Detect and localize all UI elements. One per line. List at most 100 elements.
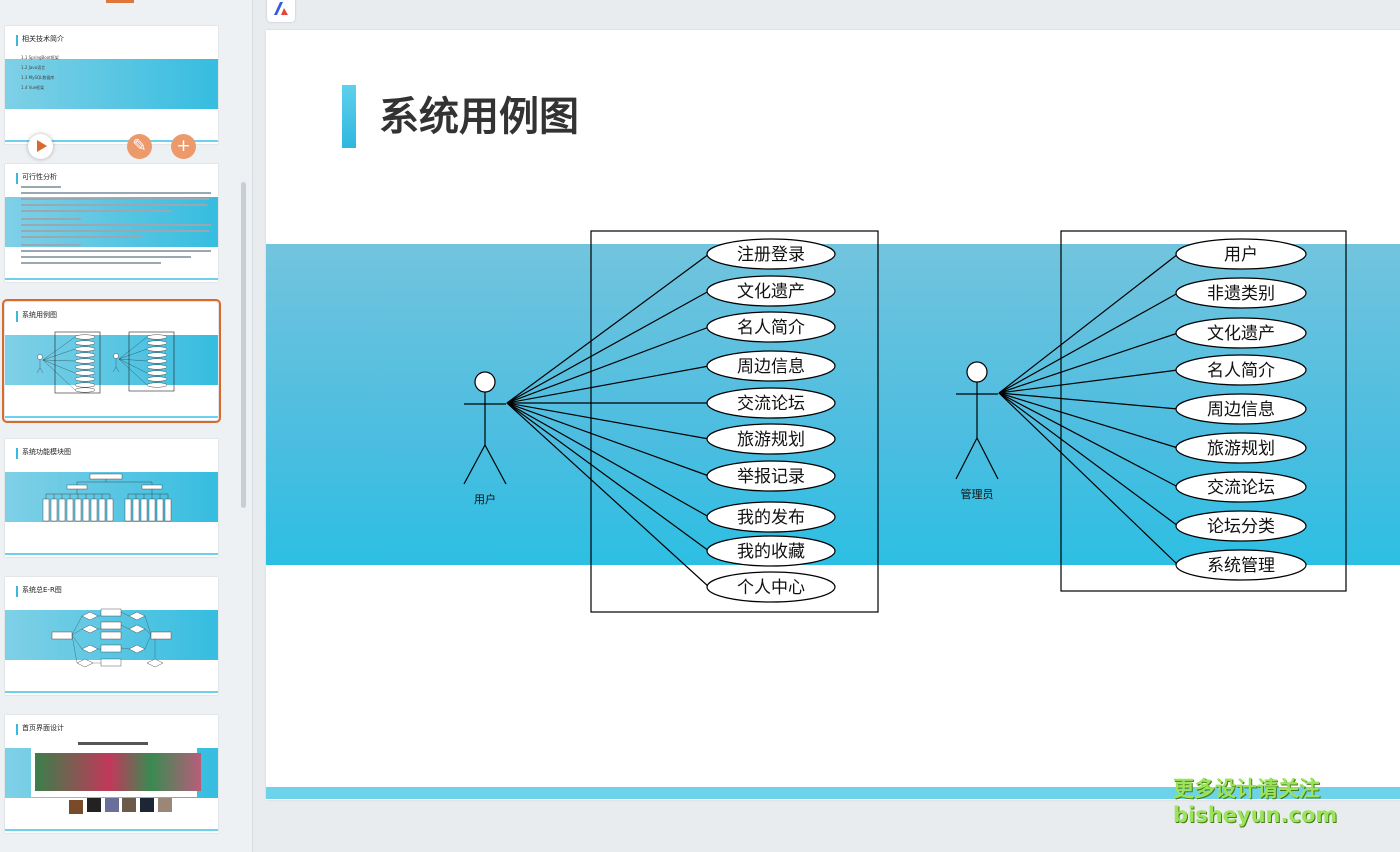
thumb-item: 1.1 SpringBoot框架 xyxy=(21,55,59,60)
thumb-item: 1.4 Vue框架 xyxy=(21,85,45,90)
user-use-case[interactable]: 举报记录 xyxy=(706,460,836,492)
admin-use-case[interactable]: 旅游规划 xyxy=(1175,432,1307,464)
user-association-line xyxy=(506,402,710,518)
thumb-band xyxy=(5,335,218,385)
slide-bottom-bar xyxy=(266,787,1400,799)
thumb-text-line xyxy=(21,198,209,200)
admin-association-line xyxy=(998,369,1179,394)
thumb-accent xyxy=(16,311,18,322)
thumb-title: 首页界面设计 xyxy=(22,724,64,732)
slide-thumbnail-6[interactable]: 首页界面设计 xyxy=(5,715,218,833)
admin-use-case-ellipse xyxy=(1175,354,1307,386)
admin-system-boundary xyxy=(1060,230,1347,592)
thumb-text-line xyxy=(21,192,211,194)
admin-association-line xyxy=(998,392,1179,410)
thumb-title: 系统总E-R图 xyxy=(22,586,62,594)
user-use-case[interactable]: 我的收藏 xyxy=(706,535,836,567)
admin-use-case-label: 文化遗产 xyxy=(1207,324,1275,344)
admin-use-case-label: 周边信息 xyxy=(1207,400,1275,420)
thumb-text-line xyxy=(21,262,161,264)
thumb-accent xyxy=(16,724,18,735)
thumb-text-line xyxy=(21,186,61,188)
user-use-case-ellipse xyxy=(706,535,836,567)
thumb-title: 系统功能模块图 xyxy=(22,448,71,456)
user-system-boundary xyxy=(590,230,879,613)
slide-title[interactable]: 系统用例图 xyxy=(379,94,579,140)
add-slide-button[interactable]: + xyxy=(171,134,196,159)
user-use-case[interactable]: 交流论坛 xyxy=(706,387,836,419)
user-use-case-label: 名人简介 xyxy=(737,318,805,338)
thumb-bottom-bar xyxy=(5,416,218,418)
user-use-case-ellipse xyxy=(706,460,836,492)
admin-use-case[interactable]: 名人简介 xyxy=(1175,354,1307,386)
thumb-text-line xyxy=(21,244,81,246)
edit-icon[interactable]: ✎ xyxy=(127,134,152,159)
thumb-web-card-image xyxy=(122,798,136,812)
user-use-case[interactable]: 我的发布 xyxy=(706,501,836,533)
slide-thumbnail-4[interactable]: 系统功能模块图 xyxy=(5,439,218,557)
admin-use-case-label: 用户 xyxy=(1224,245,1258,265)
slide-thumbnail-3[interactable]: 系统用例图 xyxy=(2,299,221,423)
user-use-case-label: 个人中心 xyxy=(737,578,805,598)
user-use-case[interactable]: 文化遗产 xyxy=(706,275,836,307)
slide-thumbnail-panel: 相关技术简介 1.1 SpringBoot框架 1.2 Java语言 1.3 M… xyxy=(0,0,253,852)
current-slide[interactable]: 系统用例图 用户 管理员 注册登录文化遗产名人简介周边信息交流论坛旅游规划举报记… xyxy=(266,30,1400,800)
admin-use-case[interactable]: 周边信息 xyxy=(1175,393,1307,425)
admin-actor-icon[interactable] xyxy=(955,361,999,480)
use-case-diagram[interactable]: 用户 管理员 注册登录文化遗产名人简介周边信息交流论坛旅游规划举报记录我的发布我… xyxy=(266,30,1400,800)
admin-use-case-ellipse xyxy=(1175,317,1307,349)
admin-use-case-label: 系统管理 xyxy=(1207,556,1275,576)
user-use-case-label: 我的收藏 xyxy=(737,542,805,562)
user-use-case[interactable]: 旅游规划 xyxy=(706,423,836,455)
slide-thumbnail-1[interactable]: 相关技术简介 1.1 SpringBoot框架 1.2 Java语言 1.3 M… xyxy=(5,26,218,144)
user-use-case-ellipse xyxy=(706,275,836,307)
user-use-case[interactable]: 个人中心 xyxy=(706,571,836,603)
thumb-web-card-image xyxy=(140,798,154,812)
user-use-case-label: 周边信息 xyxy=(737,357,805,377)
admin-use-case-ellipse xyxy=(1175,510,1307,542)
play-slideshow-button[interactable] xyxy=(28,134,53,159)
admin-association-line xyxy=(998,392,1179,527)
user-actor-label: 用户 xyxy=(474,492,496,506)
user-associations xyxy=(506,253,710,588)
slide-thumbnail-2[interactable]: 可行性分析 xyxy=(5,164,218,282)
admin-use-case[interactable]: 论坛分类 xyxy=(1175,510,1307,542)
thumb-diagram xyxy=(42,473,172,522)
thumb-bottom-bar xyxy=(5,553,218,555)
thumb-web-header xyxy=(78,742,148,745)
slide-thumbnail-5[interactable]: 系统总E-R图 xyxy=(5,577,218,695)
user-actor-icon[interactable] xyxy=(463,371,507,485)
watermark: 更多设计请关注 bisheyun.com xyxy=(1173,776,1337,828)
admin-association-line xyxy=(998,292,1179,394)
user-association-line xyxy=(506,402,710,440)
user-association-line xyxy=(506,365,710,404)
user-association-line xyxy=(506,253,710,404)
admin-use-case[interactable]: 用户 xyxy=(1175,238,1307,270)
admin-association-line xyxy=(998,392,1179,449)
watermark-line-1: 更多设计请关注 xyxy=(1173,777,1320,801)
user-use-case-ellipse xyxy=(706,387,836,419)
thumb-text-line xyxy=(21,236,141,238)
user-use-case[interactable]: 周边信息 xyxy=(706,350,836,382)
user-use-case-label: 我的发布 xyxy=(737,508,805,528)
thumbnail-scrollbar[interactable] xyxy=(241,182,246,508)
thumb-text-line xyxy=(21,224,211,226)
admin-use-case[interactable]: 交流论坛 xyxy=(1175,471,1307,503)
admin-use-case-ellipse xyxy=(1175,393,1307,425)
admin-use-case[interactable]: 非遗类别 xyxy=(1175,277,1307,309)
admin-use-case[interactable]: 系统管理 xyxy=(1175,549,1307,581)
user-use-case-label: 举报记录 xyxy=(737,467,805,487)
admin-use-case-ellipse xyxy=(1175,549,1307,581)
user-use-case[interactable]: 注册登录 xyxy=(706,238,836,270)
thumb-text-line xyxy=(21,230,209,232)
thumb-bottom-bar xyxy=(5,278,218,280)
app-logo-icon[interactable] xyxy=(267,0,295,22)
watermark-line-2: bisheyun.com xyxy=(1173,803,1338,827)
thumb-items: 1.1 SpringBoot框架 1.2 Java语言 1.3 MySQL数据库… xyxy=(21,53,59,93)
thumb-title: 可行性分析 xyxy=(22,173,57,181)
user-use-case-ellipse xyxy=(706,238,836,270)
admin-use-case[interactable]: 文化遗产 xyxy=(1175,317,1307,349)
user-use-case[interactable]: 名人简介 xyxy=(706,311,836,343)
